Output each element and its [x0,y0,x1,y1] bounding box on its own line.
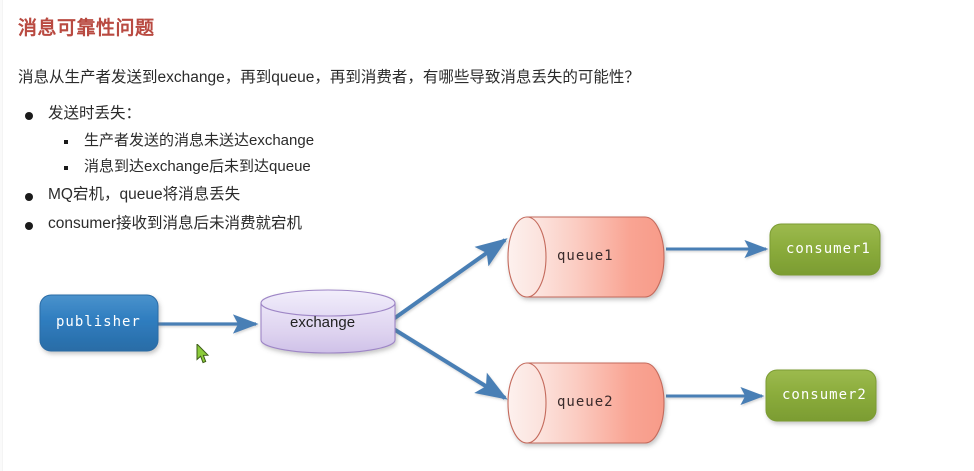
page-left-edge [0,0,3,471]
node-consumer1[interactable] [769,223,881,276]
node-consumer2[interactable] [765,369,877,422]
bullet-label: MQ宕机，queue将消息丢失 [48,185,241,203]
node-queue1[interactable] [507,216,665,298]
edge-exchange-queue1 [390,238,508,322]
edge-exchange-queue2 [390,326,508,400]
list-item: 发送时丢失： 生产者发送的消息未送达exchange 消息到达exchange后… [18,104,718,176]
pointer-arrow-icon [196,342,210,364]
list-item: MQ宕机，queue将消息丢失 [18,185,718,206]
lead-paragraph: 消息从生产者发送到exchange，再到queue，再到消费者，有哪些导致消息丢… [18,68,640,86]
architecture-diagram: publisher exchange queue1 queue2 consume… [0,200,974,460]
bullet-list: 发送时丢失： 生产者发送的消息未送达exchange 消息到达exchange后… [18,104,718,234]
node-exchange[interactable] [260,289,396,354]
list-item: consumer接收到消息后未消费就宕机 [18,214,718,235]
page-title: 消息可靠性问题 [18,18,155,39]
diagram-edges [158,238,769,405]
bullet-label: 发送时丢失： [48,105,142,123]
node-publisher[interactable] [39,294,159,352]
bullet-label: consumer接收到消息后未消费就宕机 [48,214,303,232]
diagram-canvas [39,216,881,444]
list-item: 消息到达exchange后未到达queue [48,157,718,177]
list-item: 生产者发送的消息未送达exchange [48,131,718,151]
node-queue2[interactable] [507,362,665,444]
sub-bullet-list: 生产者发送的消息未送达exchange 消息到达exchange后未到达queu… [48,131,718,177]
text-content-block: 消息可靠性问题 消息从生产者发送到exchange，再到queue，再到消费者，… [18,18,718,243]
